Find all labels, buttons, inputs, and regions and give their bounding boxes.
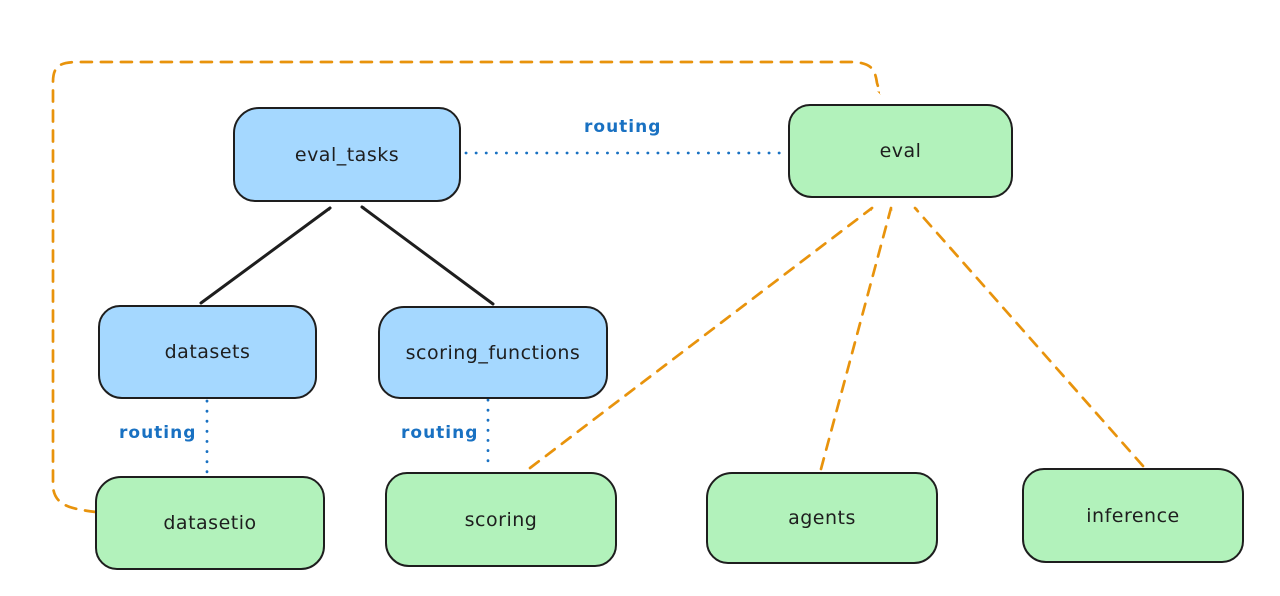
- node-datasets-label: datasets: [164, 341, 251, 363]
- routing-label-scoring-functions-scoring: routing: [401, 423, 479, 443]
- node-eval-label: eval: [879, 140, 922, 162]
- node-scoring-functions: scoring_functions: [378, 306, 608, 399]
- node-eval-tasks: eval_tasks: [233, 107, 461, 202]
- arrow-inference-to-eval: [913, 206, 1145, 468]
- arrow-scoring-functions-to-eval-tasks: [362, 205, 495, 306]
- node-datasets: datasets: [98, 305, 317, 399]
- node-datasetio-label: datasetio: [163, 512, 257, 534]
- node-inference-label: inference: [1086, 504, 1180, 527]
- node-scoring-functions-label: scoring_functions: [405, 341, 581, 364]
- node-agents-label: agents: [788, 507, 856, 529]
- node-scoring-label: scoring: [464, 508, 538, 531]
- arrow-datasetio-to-eval: [51, 60, 880, 514]
- routing-label-eval-tasks-eval: routing: [584, 117, 662, 137]
- node-eval-tasks-label: eval_tasks: [294, 143, 400, 166]
- node-agents: agents: [706, 472, 938, 564]
- node-eval: eval: [788, 104, 1013, 198]
- arrow-agents-to-eval: [819, 208, 891, 471]
- node-datasetio: datasetio: [95, 476, 325, 570]
- node-inference: inference: [1022, 468, 1244, 563]
- arrow-datasets-to-eval-tasks: [199, 206, 330, 305]
- routing-label-datasets-datasetio: routing: [119, 423, 197, 443]
- node-scoring: scoring: [385, 472, 617, 567]
